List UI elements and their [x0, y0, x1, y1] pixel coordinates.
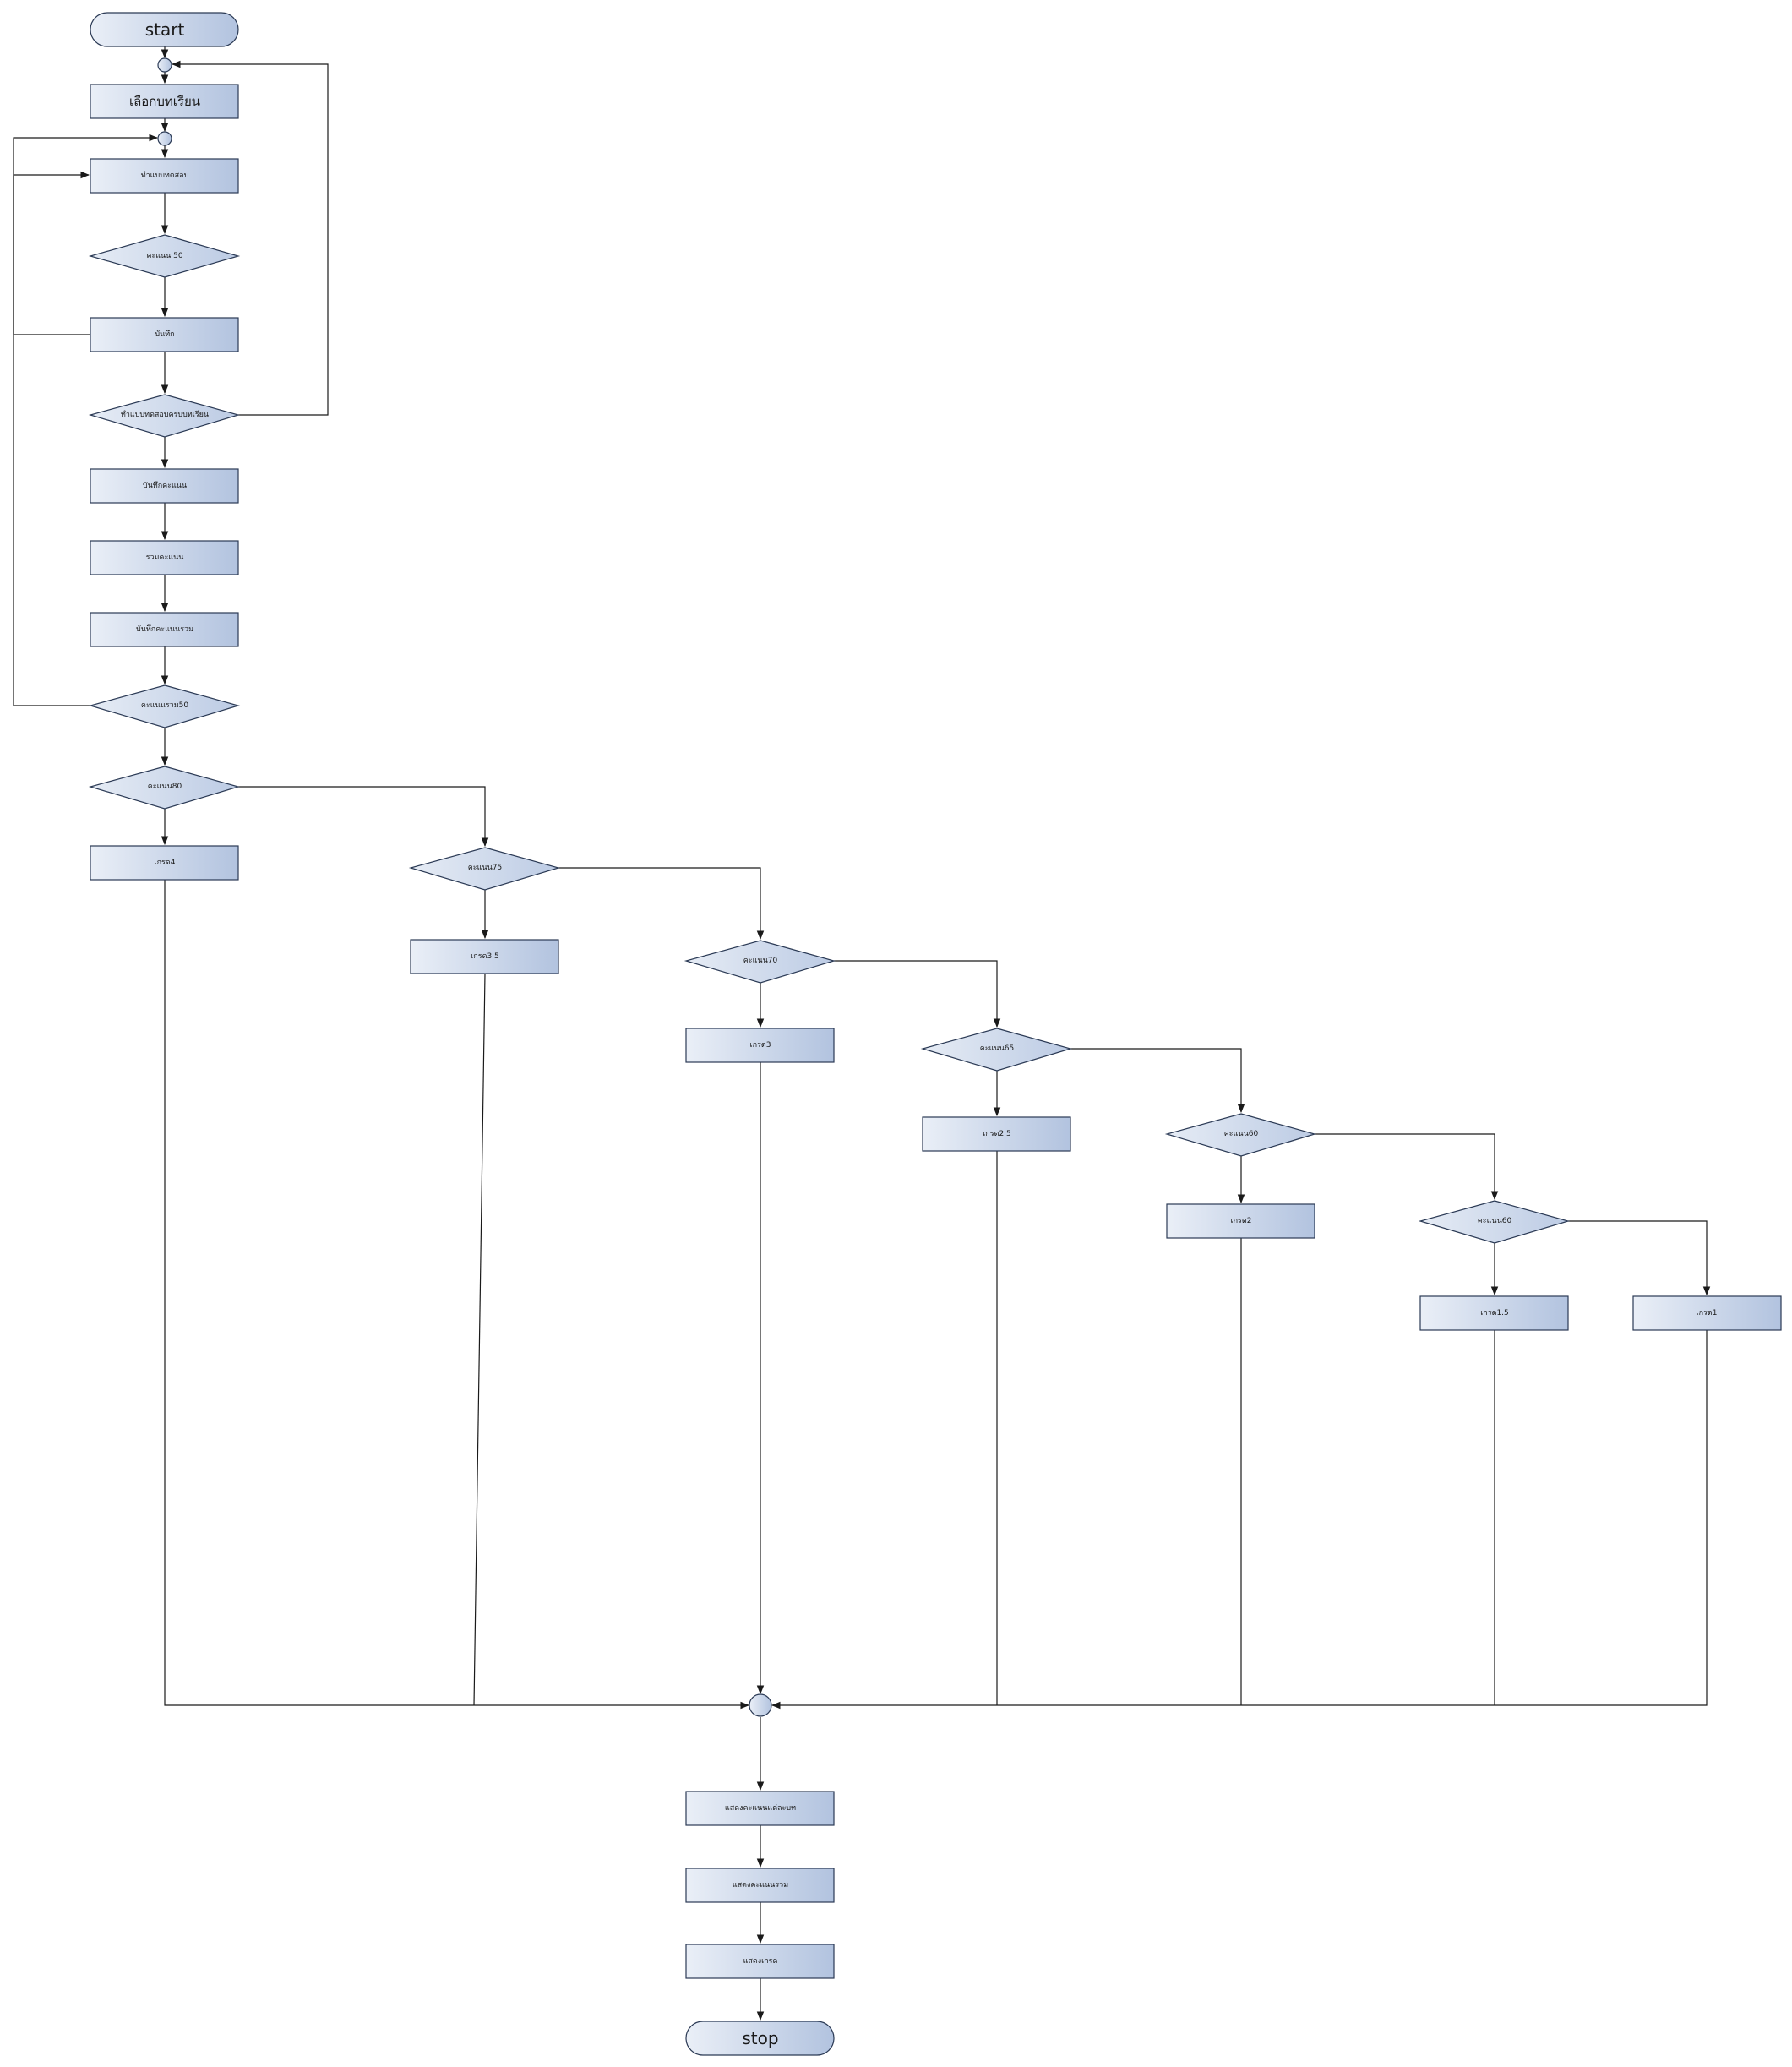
show-grade-label: แสดงเกรด	[743, 1957, 778, 1966]
process-grade-1: เกรด1	[1632, 1295, 1782, 1331]
all-done-label: ทำแบบทดสอบครบบทเรียน	[121, 410, 209, 419]
score-60-label: คะแนน60	[1224, 1130, 1259, 1138]
save-score-label: บันทึกคะแนน	[143, 481, 187, 490]
do-test-label: ทำแบบทดสอบ	[141, 171, 189, 180]
sum-score-label: รวมคะแนน	[146, 554, 184, 562]
stop-label: stop	[742, 2028, 778, 2048]
grade-3-label: เกรด3	[750, 1041, 771, 1050]
edge-grade35-merge	[473, 973, 486, 1706]
score-75-label: คะแนน75	[468, 864, 502, 872]
merge-circle	[749, 1693, 772, 1717]
save-total-label: บันทึกคะแนนรวม	[136, 624, 193, 634]
edge-score60-scoreb	[1315, 1133, 1499, 1201]
process-grade-3-5: เกรด3.5	[410, 939, 559, 974]
process-choose-lesson: เลือกบทเรียน	[90, 84, 239, 119]
total-50-label: คะแนนรวม50	[141, 701, 189, 710]
junction-circle-1	[157, 57, 172, 73]
edge-score70-score65	[834, 960, 1001, 1028]
score-65-label: คะแนน65	[980, 1044, 1014, 1053]
start-label: start	[145, 19, 185, 40]
edge-save1-loop	[13, 171, 90, 335]
edge-grade4-merge	[164, 880, 750, 1710]
decision-score-75: คะแนน75	[408, 847, 561, 891]
edge-alldone-loop	[171, 60, 329, 416]
decision-score-65: คะแนน65	[920, 1028, 1073, 1072]
decision-score-b: คะแนน60	[1418, 1200, 1571, 1244]
edge-grade1-merge	[771, 1330, 1708, 1710]
process-sum-score: รวมคะแนน	[90, 540, 239, 575]
process-show-each: แสดงคะแนนแต่ละบท	[685, 1791, 835, 1826]
show-total-label: แสดงคะแนนรวม	[733, 1881, 788, 1890]
score-50-label: คะแนน 50	[146, 252, 183, 260]
process-save-score: บันทึกคะแนน	[90, 468, 239, 504]
grade-3-5-label: เกรด3.5	[471, 952, 499, 961]
process-grade-2: เกรด2	[1166, 1203, 1315, 1239]
decision-total-50: คะแนนรวม50	[88, 684, 241, 728]
start-terminator: start	[90, 12, 239, 47]
decision-all-done: ทำแบบทดสอบครบบทเรียน	[88, 394, 241, 438]
score-70-label: คะแนน70	[743, 957, 778, 965]
edges	[13, 46, 1711, 2021]
grade-2-label: เกรด2	[1231, 1217, 1252, 1225]
score-b-label: คะแนน60	[1478, 1217, 1512, 1225]
edge-score75-score70	[558, 867, 765, 941]
process-save: บันทึก	[90, 317, 239, 352]
save-label: บันทึก	[155, 330, 174, 339]
grade-1-label: เกรด1	[1697, 1309, 1718, 1317]
grade-1-5-label: เกรด1.5	[1480, 1309, 1509, 1317]
edge-scoreb-grade1	[1568, 1220, 1711, 1296]
edge-score80-score75	[238, 786, 489, 848]
junction-circle-2	[157, 131, 172, 146]
decision-score-70: คะแนน70	[684, 940, 836, 984]
process-show-grade: แสดงเกรด	[685, 1944, 835, 1979]
edge-total50-loop	[13, 134, 159, 706]
process-show-total: แสดงคะแนนรวม	[685, 1868, 835, 1903]
process-grade-1-5: เกรด1.5	[1419, 1295, 1569, 1331]
process-do-test: ทำแบบทดสอบ	[90, 158, 239, 194]
decision-score-60: คะแนน60	[1164, 1113, 1317, 1157]
process-grade-4: เกรด4	[90, 845, 239, 881]
decision-score-50: คะแนน 50	[88, 234, 241, 278]
grade-4-label: เกรด4	[155, 859, 176, 867]
process-grade-3: เกรด3	[685, 1028, 835, 1063]
grade-2-5-label: เกรด2.5	[983, 1130, 1011, 1138]
process-grade-2-5: เกรด2.5	[922, 1116, 1071, 1152]
edge-score65-score60	[1070, 1048, 1245, 1114]
show-each-label: แสดงคะแนนแต่ละบท	[725, 1804, 796, 1813]
choose-lesson-label: เลือกบทเรียน	[129, 94, 200, 109]
decision-score-80: คะแนน80	[88, 766, 241, 810]
stop-terminator: stop	[685, 2021, 835, 2056]
score-80-label: คะแนน80	[148, 783, 182, 791]
process-save-total: บันทึกคะแนนรวม	[90, 612, 239, 647]
